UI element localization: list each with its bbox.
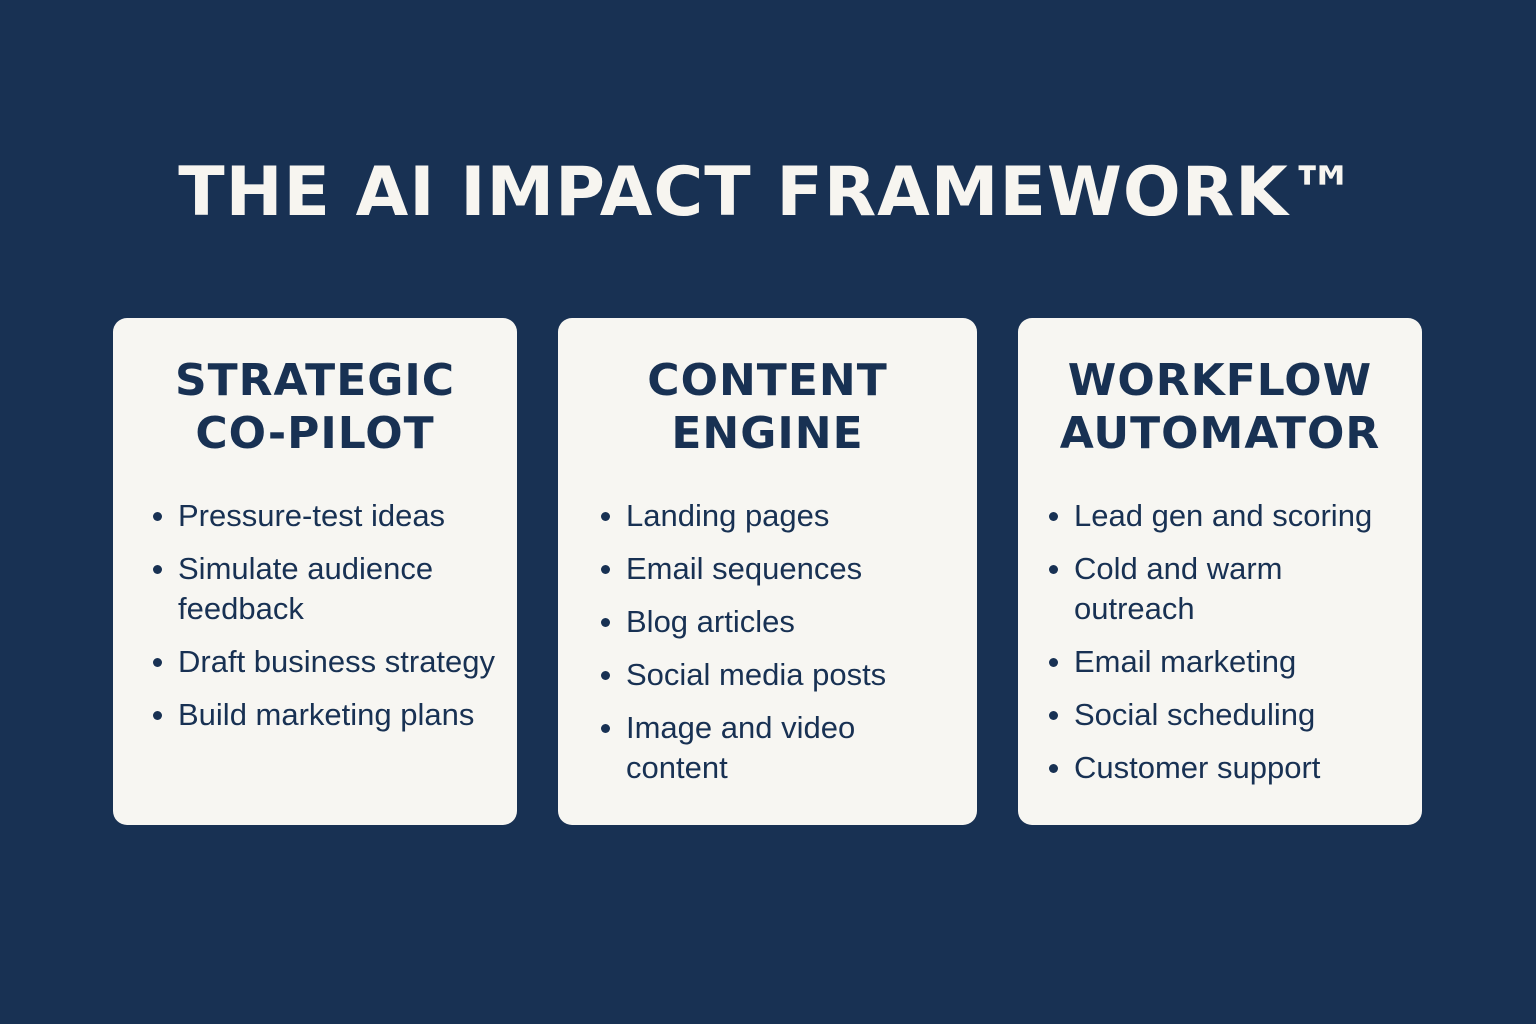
list-item: Landing pages: [601, 496, 967, 536]
list-item-text: Social scheduling: [1074, 697, 1316, 732]
page-title: THE AI IMPACT FRAMEWORK™: [178, 153, 1358, 232]
bullet-dot-icon: [601, 671, 610, 680]
list-item-text: Lead gen and scoring: [1074, 498, 1373, 533]
card-workflow-automator: WORKFLOW AUTOMATOR Lead gen and scoring …: [1018, 318, 1422, 825]
bullet-dot-icon: [601, 618, 610, 627]
bullet-dot-icon: [601, 724, 610, 733]
card-title: STRATEGIC CO-PILOT: [113, 354, 517, 460]
list-item: Email sequences: [601, 549, 967, 589]
list-item: Simulate audience feedback: [153, 549, 507, 629]
list-item-text: Cold and warm outreach: [1074, 551, 1283, 626]
bullet-dot-icon: [1049, 512, 1058, 521]
bullet-dot-icon: [1049, 658, 1058, 667]
list-item-text: Email sequences: [626, 551, 863, 586]
list-item-text: Blog articles: [626, 604, 795, 639]
bullet-list: Pressure-test ideas Simulate audience fe…: [153, 496, 507, 748]
list-item-text: Pressure-test ideas: [178, 498, 446, 533]
list-item: Social media posts: [601, 655, 967, 695]
list-item: Customer support: [1049, 748, 1412, 788]
list-item: Draft business strategy: [153, 642, 507, 682]
list-item: Social scheduling: [1049, 695, 1412, 735]
bullet-dot-icon: [153, 565, 162, 574]
card-title-line: AUTOMATOR: [1059, 408, 1381, 459]
list-item-text: Social media posts: [626, 657, 887, 692]
list-item: Image and video content: [601, 708, 967, 788]
bullet-dot-icon: [601, 512, 610, 521]
bullet-dot-icon: [601, 565, 610, 574]
card-title: CONTENT ENGINE: [558, 354, 977, 460]
card-title-line: CO-PILOT: [195, 408, 435, 459]
card-title: WORKFLOW AUTOMATOR: [1018, 354, 1422, 460]
list-item-text: Email marketing: [1074, 644, 1297, 679]
list-item: Lead gen and scoring: [1049, 496, 1412, 536]
list-item: Pressure-test ideas: [153, 496, 507, 536]
bullet-dot-icon: [1049, 565, 1058, 574]
list-item-text: Image and video content: [626, 710, 856, 785]
list-item: Build marketing plans: [153, 695, 507, 735]
list-item-text: Landing pages: [626, 498, 830, 533]
bullet-dot-icon: [153, 711, 162, 720]
bullet-list: Lead gen and scoring Cold and warm outre…: [1049, 496, 1412, 801]
card-title-line: ENGINE: [671, 408, 864, 459]
bullet-list: Landing pages Email sequences Blog artic…: [601, 496, 967, 801]
list-item-text: Customer support: [1074, 750, 1321, 785]
list-item-text: Build marketing plans: [178, 697, 475, 732]
card-title-line: CONTENT: [647, 355, 888, 406]
bullet-dot-icon: [1049, 711, 1058, 720]
list-item-text: Simulate audience feedback: [178, 551, 434, 626]
list-item: Blog articles: [601, 602, 967, 642]
card-title-line: WORKFLOW: [1067, 355, 1373, 406]
list-item: Email marketing: [1049, 642, 1412, 682]
card-content-engine: CONTENT ENGINE Landing pages Email seque…: [558, 318, 977, 825]
list-item-text: Draft business strategy: [178, 644, 496, 679]
card-strategic-co-pilot: STRATEGIC CO-PILOT Pressure-test ideas S…: [113, 318, 517, 825]
bullet-dot-icon: [1049, 764, 1058, 773]
bullet-dot-icon: [153, 512, 162, 521]
bullet-dot-icon: [153, 658, 162, 667]
list-item: Cold and warm outreach: [1049, 549, 1412, 629]
card-title-line: STRATEGIC: [174, 355, 456, 406]
